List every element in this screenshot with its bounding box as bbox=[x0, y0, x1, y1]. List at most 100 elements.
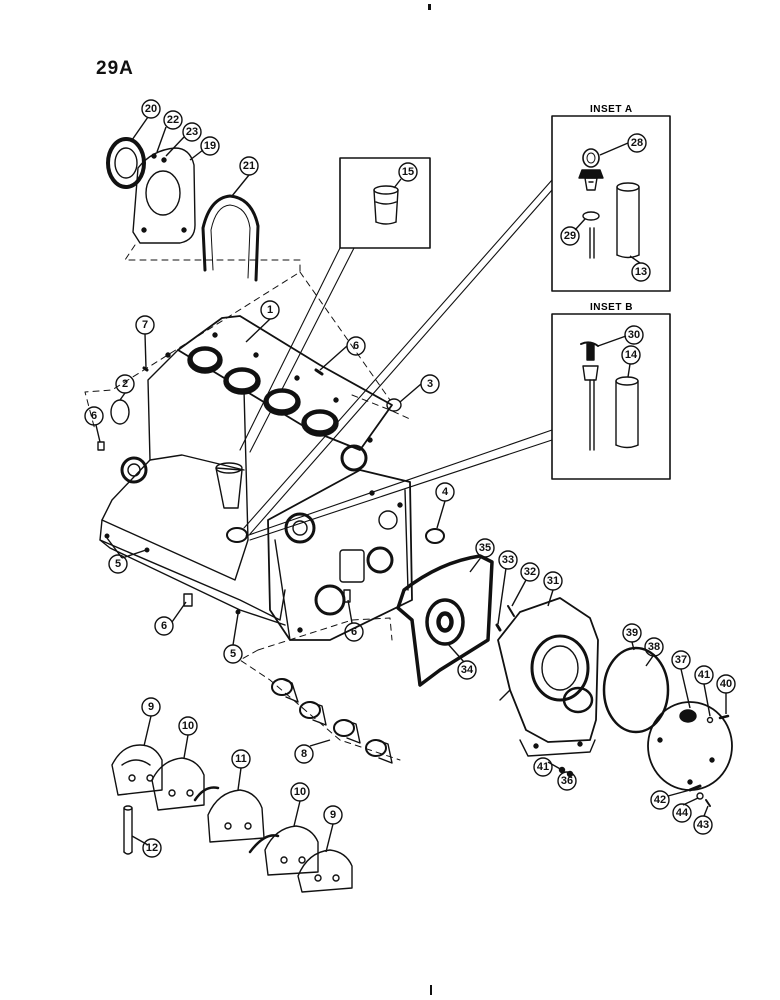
callout-11: 11 bbox=[231, 749, 251, 791]
callout-43: 43 bbox=[693, 805, 713, 835]
callout-6-top: 6 bbox=[319, 336, 366, 371]
page-number: 29A bbox=[96, 58, 134, 79]
svg-text:19: 19 bbox=[204, 140, 216, 152]
svg-text:12: 12 bbox=[146, 842, 158, 854]
svg-text:23: 23 bbox=[186, 126, 198, 138]
svg-text:6: 6 bbox=[91, 410, 97, 422]
svg-text:32: 32 bbox=[524, 566, 536, 578]
plugs-and-pins bbox=[97, 366, 445, 761]
callout-40: 40 bbox=[716, 674, 736, 714]
svg-text:3: 3 bbox=[427, 378, 433, 390]
timing-housing bbox=[495, 597, 733, 807]
svg-text:39: 39 bbox=[626, 627, 638, 639]
callout-10-bottom: 10 bbox=[290, 782, 310, 827]
callout-5-left: 5 bbox=[106, 537, 147, 574]
registration-mark-bottom bbox=[430, 985, 432, 995]
svg-text:6: 6 bbox=[353, 340, 359, 352]
svg-text:13: 13 bbox=[635, 266, 647, 278]
svg-text:36: 36 bbox=[561, 775, 573, 787]
callout-6-left: 6 bbox=[84, 406, 104, 443]
callout-30: 30 bbox=[597, 325, 644, 347]
callout-41-left: 41 bbox=[533, 757, 563, 777]
inset-b-panel bbox=[551, 313, 671, 480]
inset-a-panel bbox=[551, 115, 671, 292]
svg-text:42: 42 bbox=[654, 794, 666, 806]
svg-text:29: 29 bbox=[564, 230, 576, 242]
callout-12: 12 bbox=[131, 835, 162, 858]
callout-38: 38 bbox=[644, 637, 664, 667]
svg-text:41: 41 bbox=[698, 669, 710, 681]
rear-seal-group bbox=[84, 137, 301, 431]
svg-text:4: 4 bbox=[442, 486, 449, 498]
svg-text:21: 21 bbox=[243, 160, 255, 172]
registration-mark-top bbox=[428, 4, 431, 10]
callout-9-top: 9 bbox=[141, 697, 161, 747]
callout-32: 32 bbox=[511, 562, 540, 607]
svg-text:34: 34 bbox=[461, 664, 474, 676]
callout-29: 29 bbox=[560, 218, 586, 246]
svg-text:33: 33 bbox=[502, 554, 514, 566]
callout-1: 1 bbox=[245, 300, 280, 343]
callout-2: 2 bbox=[115, 374, 135, 401]
svg-text:31: 31 bbox=[547, 575, 559, 587]
callout-37: 37 bbox=[671, 650, 691, 709]
svg-text:10: 10 bbox=[294, 786, 306, 798]
svg-text:11: 11 bbox=[235, 753, 247, 765]
callout-9-bottom: 9 bbox=[323, 805, 343, 853]
callout-6-lower-right: 6 bbox=[344, 599, 364, 642]
callout-42: 42 bbox=[650, 789, 691, 810]
svg-text:44: 44 bbox=[676, 807, 689, 819]
svg-text:37: 37 bbox=[675, 654, 687, 666]
callout-19: 19 bbox=[189, 136, 220, 161]
svg-text:8: 8 bbox=[301, 748, 307, 760]
callout-31: 31 bbox=[543, 571, 563, 607]
callout-3: 3 bbox=[399, 374, 440, 403]
callout-20: 20 bbox=[131, 99, 161, 141]
callout-35: 35 bbox=[469, 538, 495, 573]
svg-text:1: 1 bbox=[267, 304, 273, 316]
inset-b-title: INSET B bbox=[590, 302, 633, 313]
svg-text:28: 28 bbox=[631, 137, 643, 149]
callout-13: 13 bbox=[629, 255, 651, 282]
svg-text:35: 35 bbox=[479, 542, 491, 554]
svg-text:41: 41 bbox=[537, 761, 549, 773]
svg-text:9: 9 bbox=[148, 701, 154, 713]
callout-36: 36 bbox=[557, 771, 577, 791]
svg-text:5: 5 bbox=[115, 558, 121, 570]
callout-41-right: 41 bbox=[694, 665, 714, 717]
callout-10-top: 10 bbox=[178, 716, 198, 759]
callout-33: 33 bbox=[497, 550, 518, 625]
svg-text:6: 6 bbox=[161, 620, 167, 632]
inset-a-title: INSET A bbox=[590, 104, 633, 115]
front-gasket bbox=[396, 554, 494, 687]
callout-44: 44 bbox=[672, 797, 699, 823]
callout-14: 14 bbox=[621, 345, 641, 378]
svg-text:7: 7 bbox=[142, 319, 148, 331]
inset-leader-lines bbox=[239, 179, 553, 541]
callout-39: 39 bbox=[622, 623, 642, 651]
callout-23: 23 bbox=[165, 122, 202, 157]
callout-28: 28 bbox=[599, 133, 647, 156]
main-bearing-caps bbox=[111, 744, 353, 893]
svg-text:9: 9 bbox=[330, 809, 336, 821]
callout-8: 8 bbox=[294, 739, 331, 764]
svg-text:15: 15 bbox=[402, 166, 414, 178]
svg-text:40: 40 bbox=[720, 678, 732, 690]
svg-text:2: 2 bbox=[122, 378, 128, 390]
svg-text:6: 6 bbox=[351, 626, 357, 638]
sleeve-inset-panel bbox=[339, 157, 431, 249]
svg-text:5: 5 bbox=[230, 648, 236, 660]
callout-4: 4 bbox=[435, 482, 455, 529]
callout-5-bottom: 5 bbox=[223, 613, 243, 664]
svg-text:20: 20 bbox=[145, 103, 157, 115]
callout-7: 7 bbox=[135, 315, 155, 369]
engine-block bbox=[99, 271, 413, 641]
callout-22: 22 bbox=[156, 110, 183, 153]
svg-text:10: 10 bbox=[182, 720, 194, 732]
svg-text:38: 38 bbox=[648, 641, 660, 653]
svg-text:14: 14 bbox=[625, 349, 638, 361]
callout-15: 15 bbox=[393, 162, 418, 189]
cam-bearings bbox=[271, 678, 393, 764]
svg-text:22: 22 bbox=[167, 114, 179, 126]
